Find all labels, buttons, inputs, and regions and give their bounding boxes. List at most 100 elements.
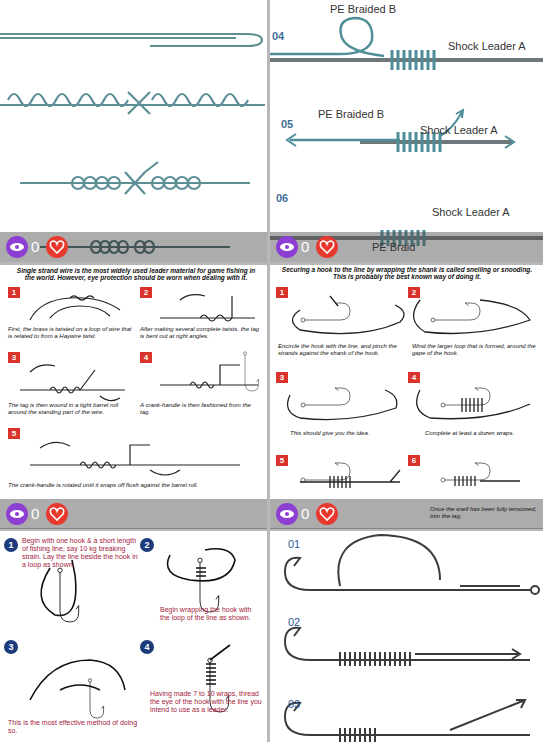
haywire-sketch: [50, 306, 110, 318]
hook-sketch: [206, 645, 230, 684]
step-number: 4: [140, 352, 152, 363]
hook-sketch: [198, 558, 219, 612]
knot-drawing: [0, 34, 262, 46]
knot-drawing: [72, 177, 84, 189]
snell-sketch: [462, 398, 482, 412]
step-caption: After making several complete twists, th…: [140, 326, 262, 340]
intro-note: Single strand wire is the most widely us…: [12, 267, 260, 282]
snell-sketch: [330, 296, 338, 306]
stats-bar: 0: [0, 499, 267, 529]
knot-drawing: [84, 177, 96, 189]
snell-sketch: [455, 476, 520, 486]
step-number: 01: [288, 538, 318, 551]
step-caption: Once the snell has been fully tensioned,…: [430, 506, 538, 520]
snell-sketch: [288, 390, 397, 420]
panel-dividers: [0, 262, 543, 265]
view-icon: [10, 243, 294, 518]
line-name: PE Braided B: [318, 108, 408, 121]
step-number: 4: [140, 640, 154, 654]
knot-drawing: [8, 94, 128, 106]
snell-sketch: [417, 390, 530, 419]
step-number-text: 4: [412, 373, 416, 382]
step-number: 1: [4, 538, 18, 552]
view-icon: [6, 236, 298, 525]
step-number-text: 4: [144, 642, 149, 652]
haywire-sketch: [30, 365, 120, 401]
knot-drawing: [152, 94, 248, 106]
hook-drawing: [415, 649, 520, 659]
haywire-sketch: [40, 442, 180, 475]
step-caption: A crank-handle is then fashioned from th…: [140, 402, 262, 416]
step-number-text: 3: [280, 373, 284, 382]
line-name: PE Braided B: [330, 3, 420, 16]
step-number-text: 2: [144, 540, 149, 550]
hook-drawing: [338, 535, 520, 586]
haywire-sketch: [243, 352, 258, 391]
hook-drawing: [450, 700, 525, 730]
hook-drawing: [340, 728, 375, 742]
step-number: 03: [288, 698, 318, 711]
hook-drawing: [285, 535, 539, 742]
line-name: PE Braid: [372, 241, 442, 254]
step-number: 06: [276, 192, 306, 205]
hook-drawing: [285, 628, 530, 660]
view-count: 0: [31, 505, 39, 523]
hook-sketch: [168, 549, 236, 581]
step-caption: This is the most effective method of doi…: [8, 719, 143, 735]
step-caption: Encircle the hook with the line, and pin…: [278, 343, 403, 357]
step-caption: Begin wrapping the hook with the loop of…: [160, 606, 262, 622]
stats-bar: 0: [0, 232, 267, 262]
fg-knot-drawing: [287, 134, 296, 146]
snell-sketch: [288, 296, 530, 488]
knot-drawing: [0, 34, 265, 253]
haywire-sketch: [20, 370, 125, 393]
line-name: Shock Leader A: [432, 206, 527, 219]
step-number-text: 2: [412, 288, 416, 297]
knot-drawing: [152, 177, 164, 189]
step-number: 05: [281, 118, 311, 131]
step-number: 1: [8, 287, 20, 298]
fg-knot-drawing: [290, 139, 400, 142]
step-caption: This should give you the idea.: [290, 430, 405, 437]
step-number: 3: [8, 352, 20, 363]
hook-drawing: [340, 652, 410, 666]
fg-knot-drawing: [270, 58, 543, 62]
line-name: Shock Leader A: [420, 124, 515, 137]
step-caption: The crank-handle is rotated until it sna…: [8, 482, 258, 489]
snell-sketch: [293, 305, 405, 334]
step-number: 5: [8, 428, 20, 439]
snell-sketch: [414, 300, 530, 334]
hook-drawing: [285, 703, 530, 735]
step-number: 2: [140, 287, 152, 298]
haywire-sketch: [180, 295, 205, 300]
line-name: Shock Leader A: [448, 40, 543, 53]
view-count: 0: [301, 505, 309, 523]
view-count: 0: [31, 238, 39, 256]
step-number: 5: [276, 455, 288, 466]
step-number-text: 4: [144, 353, 148, 362]
like-icon: [50, 241, 333, 520]
step-caption: Begin with one hook & a short length of …: [22, 537, 138, 569]
step-number-text: 3: [12, 353, 16, 362]
step-number-text: 1: [8, 540, 13, 550]
step-number: 1: [276, 287, 288, 298]
step-number: 04: [272, 30, 302, 43]
step-caption: First, the brass is twisted on a loop of…: [8, 326, 133, 340]
step-number: 3: [276, 372, 288, 383]
knot-drawing: [108, 177, 120, 189]
step-number-text: 5: [280, 456, 284, 465]
hook-sketch: [196, 568, 206, 576]
snell-sketch: [441, 463, 490, 482]
hook-drawing: [531, 586, 539, 594]
hook-sketch: [88, 679, 103, 718]
knot-drawing: [188, 177, 200, 189]
haywire-sketch: [70, 296, 94, 300]
knot-drawing: [164, 177, 176, 189]
step-number: 2: [140, 538, 154, 552]
knot-drawing: [96, 177, 108, 189]
step-number: 4: [408, 372, 420, 383]
haywire-sketch: [30, 445, 240, 468]
fg-knot-drawing: [270, 18, 384, 56]
panel-dividers: [267, 0, 270, 742]
